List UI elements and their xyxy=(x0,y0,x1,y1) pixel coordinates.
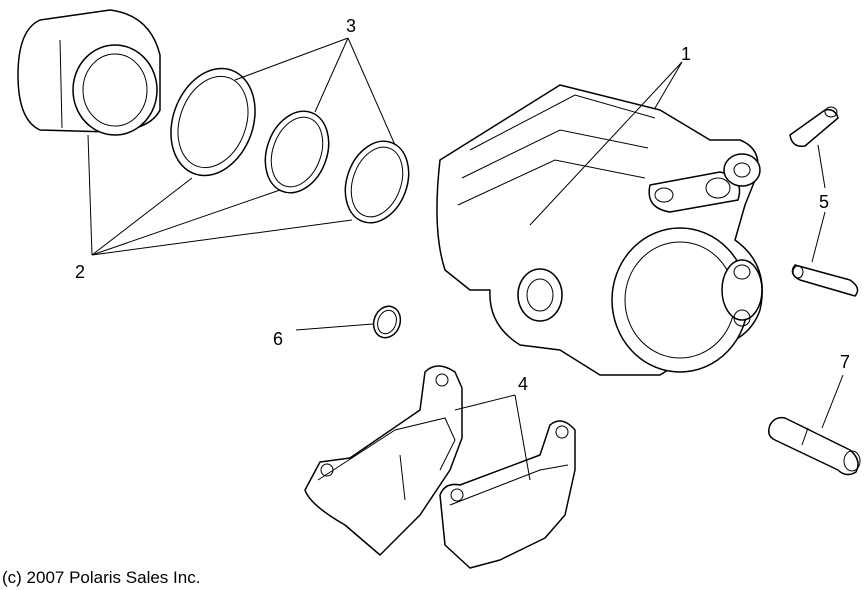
o-ring xyxy=(372,305,402,339)
callout-7: 7 xyxy=(840,352,850,372)
guide-pin-upper xyxy=(789,106,839,148)
caliper-body xyxy=(436,84,763,376)
copyright-notice: (c) 2007 Polaris Sales Inc. xyxy=(2,568,201,587)
leader-lines xyxy=(87,37,844,481)
callout-4: 4 xyxy=(518,374,528,394)
callout-2: 2 xyxy=(75,262,85,282)
brake-pad-left xyxy=(304,365,463,556)
callout-6: 6 xyxy=(273,329,283,349)
seal-ring-large xyxy=(170,67,256,177)
seal-ring-medium xyxy=(264,110,330,194)
bolt xyxy=(768,416,861,476)
brake-pad-right xyxy=(439,420,576,569)
callout-5: 5 xyxy=(819,192,829,212)
callout-3: 3 xyxy=(346,16,356,36)
seal-ring-small xyxy=(344,140,410,224)
piston-large xyxy=(17,9,161,136)
callout-1: 1 xyxy=(681,44,691,64)
guide-pin-lower xyxy=(791,264,859,297)
